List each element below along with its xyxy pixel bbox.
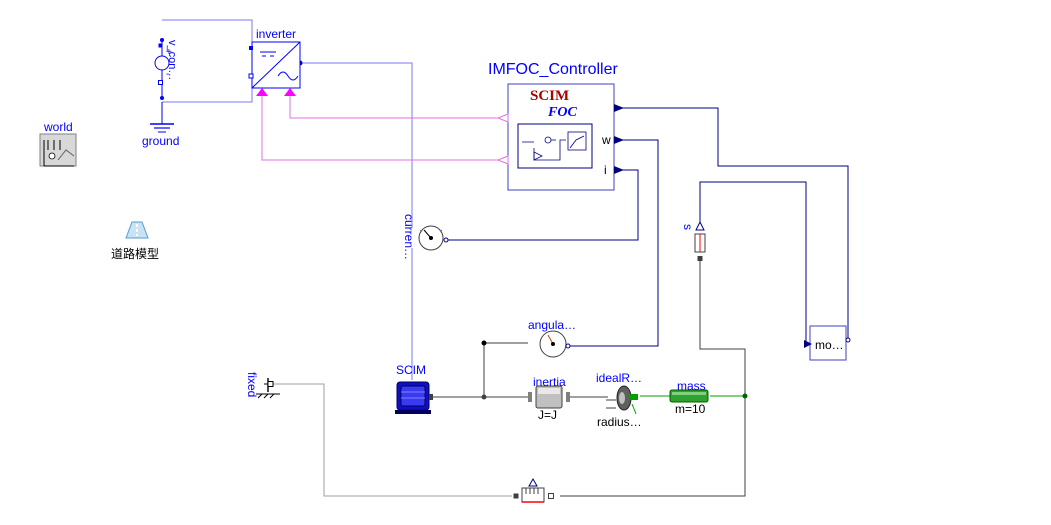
wire-monitor-to-controller[interactable] bbox=[622, 107, 849, 340]
wire-controller-inverter-b[interactable] bbox=[261, 96, 500, 161]
inverter-label: inverter bbox=[256, 27, 297, 41]
wire-inverter-current-sensor[interactable] bbox=[300, 62, 413, 228]
monitor-label: mo… bbox=[815, 338, 844, 352]
controller-title: SCIM bbox=[530, 88, 570, 104]
voltage-source-label: v_con… bbox=[166, 40, 178, 81]
monitor-block[interactable] bbox=[804, 325, 851, 361]
wire-speed-to-monitor[interactable] bbox=[699, 181, 807, 343]
ideal-roll-wheel[interactable] bbox=[606, 385, 638, 415]
mass-param: m=10 bbox=[675, 402, 706, 416]
ground-symbol[interactable] bbox=[150, 102, 174, 133]
world-label: world bbox=[44, 120, 73, 134]
inertia-block[interactable] bbox=[528, 385, 570, 409]
current-sensor-gauge[interactable] bbox=[418, 225, 449, 251]
voltage-source[interactable]: + - bbox=[154, 38, 172, 100]
wire-shaft-angular[interactable] bbox=[483, 342, 528, 397]
controller-subtitle: FOC bbox=[548, 105, 577, 120]
controller-block[interactable] bbox=[496, 83, 624, 191]
wire-controller-inverter-a[interactable] bbox=[289, 96, 500, 119]
speed-sensor[interactable] bbox=[694, 220, 706, 261]
wire-current-to-i[interactable] bbox=[448, 169, 639, 241]
port-i-label: i bbox=[604, 163, 607, 177]
junction-dot bbox=[481, 340, 487, 346]
svg-text:-: - bbox=[166, 69, 169, 80]
wire-fixed-force[interactable] bbox=[272, 383, 512, 497]
fixed-label: fixed bbox=[245, 372, 259, 398]
wire-mass-force[interactable] bbox=[560, 396, 746, 497]
ideal-roll-label: idealR… bbox=[596, 371, 643, 385]
junction-dot bbox=[742, 393, 748, 399]
junction-dot bbox=[481, 394, 487, 400]
current-sensor-label: curren… bbox=[402, 214, 416, 261]
mass-label: mass bbox=[677, 379, 706, 393]
wires bbox=[162, 19, 849, 497]
inertia-label: inertia bbox=[533, 375, 566, 389]
wire-speed-sensor-mass[interactable] bbox=[699, 258, 746, 396]
force-source[interactable] bbox=[513, 477, 554, 503]
radius-param: radius… bbox=[597, 415, 642, 429]
road-icon[interactable] bbox=[125, 221, 149, 239]
angular-sensor-gauge[interactable] bbox=[539, 330, 571, 358]
inertia-param: J=J bbox=[538, 408, 558, 422]
svg-text:+: + bbox=[166, 47, 172, 58]
road-model-label: 道路模型 bbox=[111, 247, 160, 261]
angular-sensor-label: angula… bbox=[528, 318, 577, 332]
inverter-block[interactable] bbox=[248, 41, 301, 96]
world-block[interactable] bbox=[39, 133, 77, 167]
wire-angular-to-w[interactable] bbox=[568, 139, 659, 347]
speed-sensor-label: s bbox=[681, 224, 695, 230]
motor-icon[interactable] bbox=[395, 381, 433, 414]
port-w-label: w bbox=[602, 133, 611, 147]
mass-block[interactable] bbox=[669, 389, 709, 403]
motor-label: SCIM bbox=[396, 363, 426, 377]
fixed-anchor[interactable] bbox=[256, 378, 280, 399]
ground-label: ground bbox=[142, 134, 180, 148]
controller-label: IMFOC_Controller bbox=[488, 61, 618, 78]
